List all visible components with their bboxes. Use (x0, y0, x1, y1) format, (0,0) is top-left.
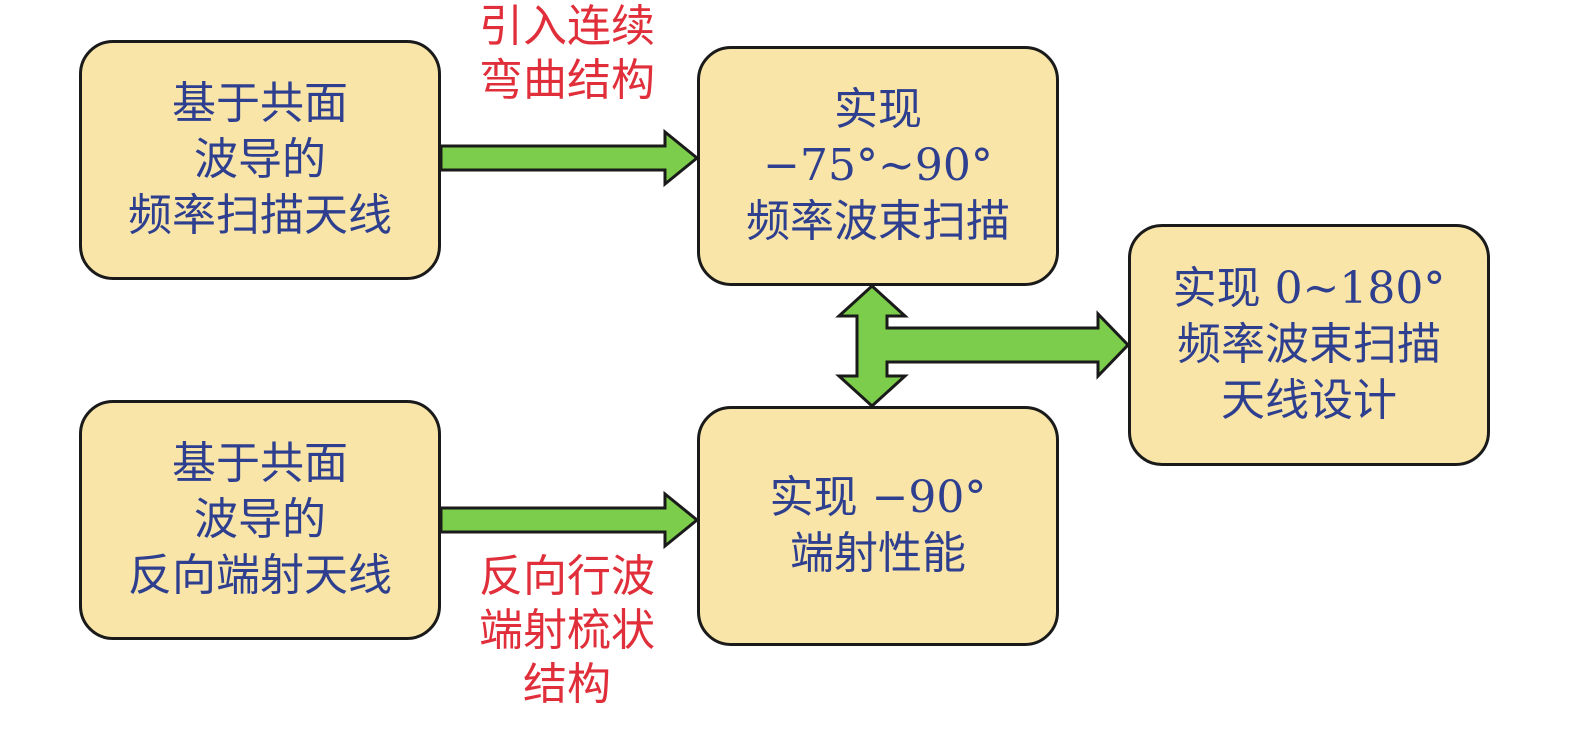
box-line: 波导的 (194, 494, 326, 545)
arrow-bottom-left-to-bottom-middle (439, 490, 700, 550)
box-line: 端射性能 (790, 528, 966, 579)
label-continuous-bend: 引入连续 弯曲结构 (452, 0, 682, 108)
box-endfire-performance: 实现 −90° 端射性能 (697, 406, 1059, 646)
box-line: 基于共面 (172, 438, 348, 489)
label-line: 结构 (523, 659, 611, 710)
box-line: 频率波束扫描 (746, 196, 1010, 247)
box-line: −75°~90° (763, 140, 993, 191)
box-line: 实现 −90° (769, 472, 987, 523)
box-line: 频率波束扫描 (1177, 319, 1441, 370)
box-line: 天线设计 (1221, 375, 1397, 426)
box-line: 实现 0~180° (1172, 263, 1446, 314)
box-full-scan-antenna-design: 实现 0~180° 频率波束扫描 天线设计 (1128, 224, 1490, 466)
label-backward-comb: 反向行波 端射梳状 结构 (452, 550, 682, 712)
box-line: 波导的 (194, 134, 326, 185)
box-frequency-scanning-antenna: 基于共面 波导的 频率扫描天线 (79, 40, 441, 280)
box-line: 实现 (834, 84, 922, 135)
label-line: 端射梳状 (479, 605, 655, 656)
box-line: 基于共面 (172, 78, 348, 129)
box-line: 频率扫描天线 (128, 190, 392, 241)
label-line: 弯曲结构 (479, 55, 655, 106)
arrow-top-left-to-top-middle (439, 128, 700, 188)
label-line: 反向行波 (479, 551, 655, 602)
box-beam-scanning-range: 实现 −75°~90° 频率波束扫描 (697, 46, 1059, 286)
label-line: 引入连续 (479, 1, 655, 52)
box-line: 反向端射天线 (128, 550, 392, 601)
box-backward-endfire-antenna: 基于共面 波导的 反向端射天线 (79, 400, 441, 640)
arrow-double-vertical-with-branch (835, 283, 1131, 409)
